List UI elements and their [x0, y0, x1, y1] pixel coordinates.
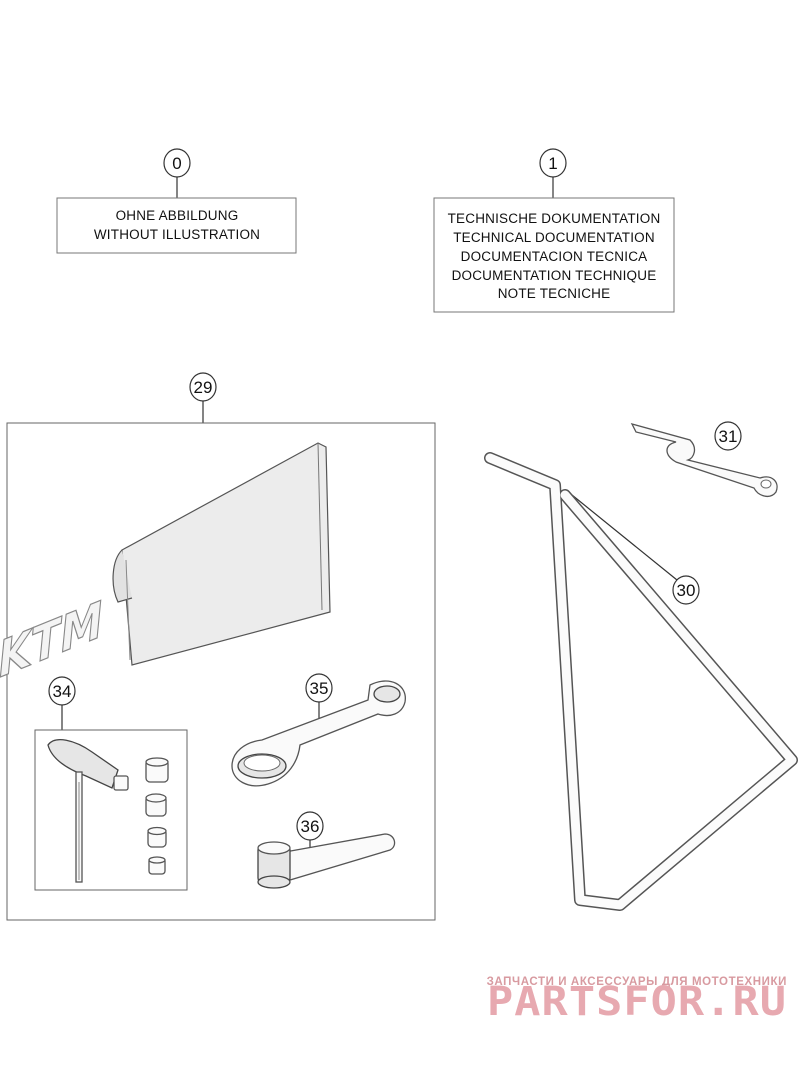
watermark: ЗАПЧАСТИ И АКСЕССУАРЫ ДЛЯ МОТОТЕХНИКИ PA… [487, 976, 787, 1025]
callout-0[interactable]: 0 [163, 148, 191, 198]
t-handle-set-frame [34, 729, 188, 891]
svg-text:29: 29 [194, 378, 213, 397]
tool-kit-frame [6, 422, 436, 921]
socket-bits [145, 757, 169, 875]
t-handle-wrench [47, 739, 129, 883]
svg-text:34: 34 [53, 682, 72, 701]
svg-text:WITHOUT ILLUSTRATION: WITHOUT ILLUSTRATION [94, 227, 260, 242]
svg-text:NOTE TECNICHE: NOTE TECNICHE [498, 286, 611, 301]
ktm-logo: KTM [0, 591, 105, 689]
note-technical-documentation: TECHNISCHE DOKUMENTATION TECHNICAL DOCUM… [433, 197, 675, 313]
svg-text:1: 1 [548, 154, 557, 173]
triangle-stand [484, 452, 798, 911]
callout-35[interactable]: 35 [305, 673, 333, 718]
svg-text:31: 31 [719, 427, 738, 446]
callout-31[interactable]: 31 [714, 421, 742, 451]
callout-30[interactable]: 30 [571, 494, 700, 605]
callout-1[interactable]: 1 [539, 148, 567, 198]
hook-wrench [231, 680, 406, 787]
pin-spanner [630, 422, 778, 498]
svg-text:35: 35 [310, 679, 329, 698]
svg-text:0: 0 [172, 154, 181, 173]
callout-34[interactable]: 34 [48, 676, 76, 730]
socket-wrench [257, 833, 396, 889]
svg-text:ЗАПЧАСТИ И АКСЕССУАРЫ ДЛЯ МОТО: ЗАПЧАСТИ И АКСЕССУАРЫ ДЛЯ МОТОТЕХНИКИ [487, 976, 787, 988]
callout-29[interactable]: 29 [189, 372, 217, 423]
note-no-illustration: OHNE ABBILDUNG WITHOUT ILLUSTRATION [56, 197, 297, 254]
svg-text:OHNE ABBILDUNG: OHNE ABBILDUNG [116, 208, 239, 223]
callout-36[interactable]: 36 [296, 811, 324, 852]
svg-text:PARTSFOR.RU: PARTSFOR.RU [487, 979, 787, 1025]
svg-text:30: 30 [677, 581, 696, 600]
svg-text:36: 36 [301, 817, 320, 836]
tool-bag-illustration: KTM [0, 442, 331, 690]
svg-text:TECHNISCHE DOKUMENTATION: TECHNISCHE DOKUMENTATION [448, 211, 661, 226]
svg-text:DOCUMENTACION TECNICA: DOCUMENTACION TECNICA [461, 249, 648, 264]
svg-text:TECHNICAL DOCUMENTATION: TECHNICAL DOCUMENTATION [453, 230, 655, 245]
svg-text:DOCUMENTATION TECHNIQUE: DOCUMENTATION TECHNIQUE [452, 268, 657, 283]
